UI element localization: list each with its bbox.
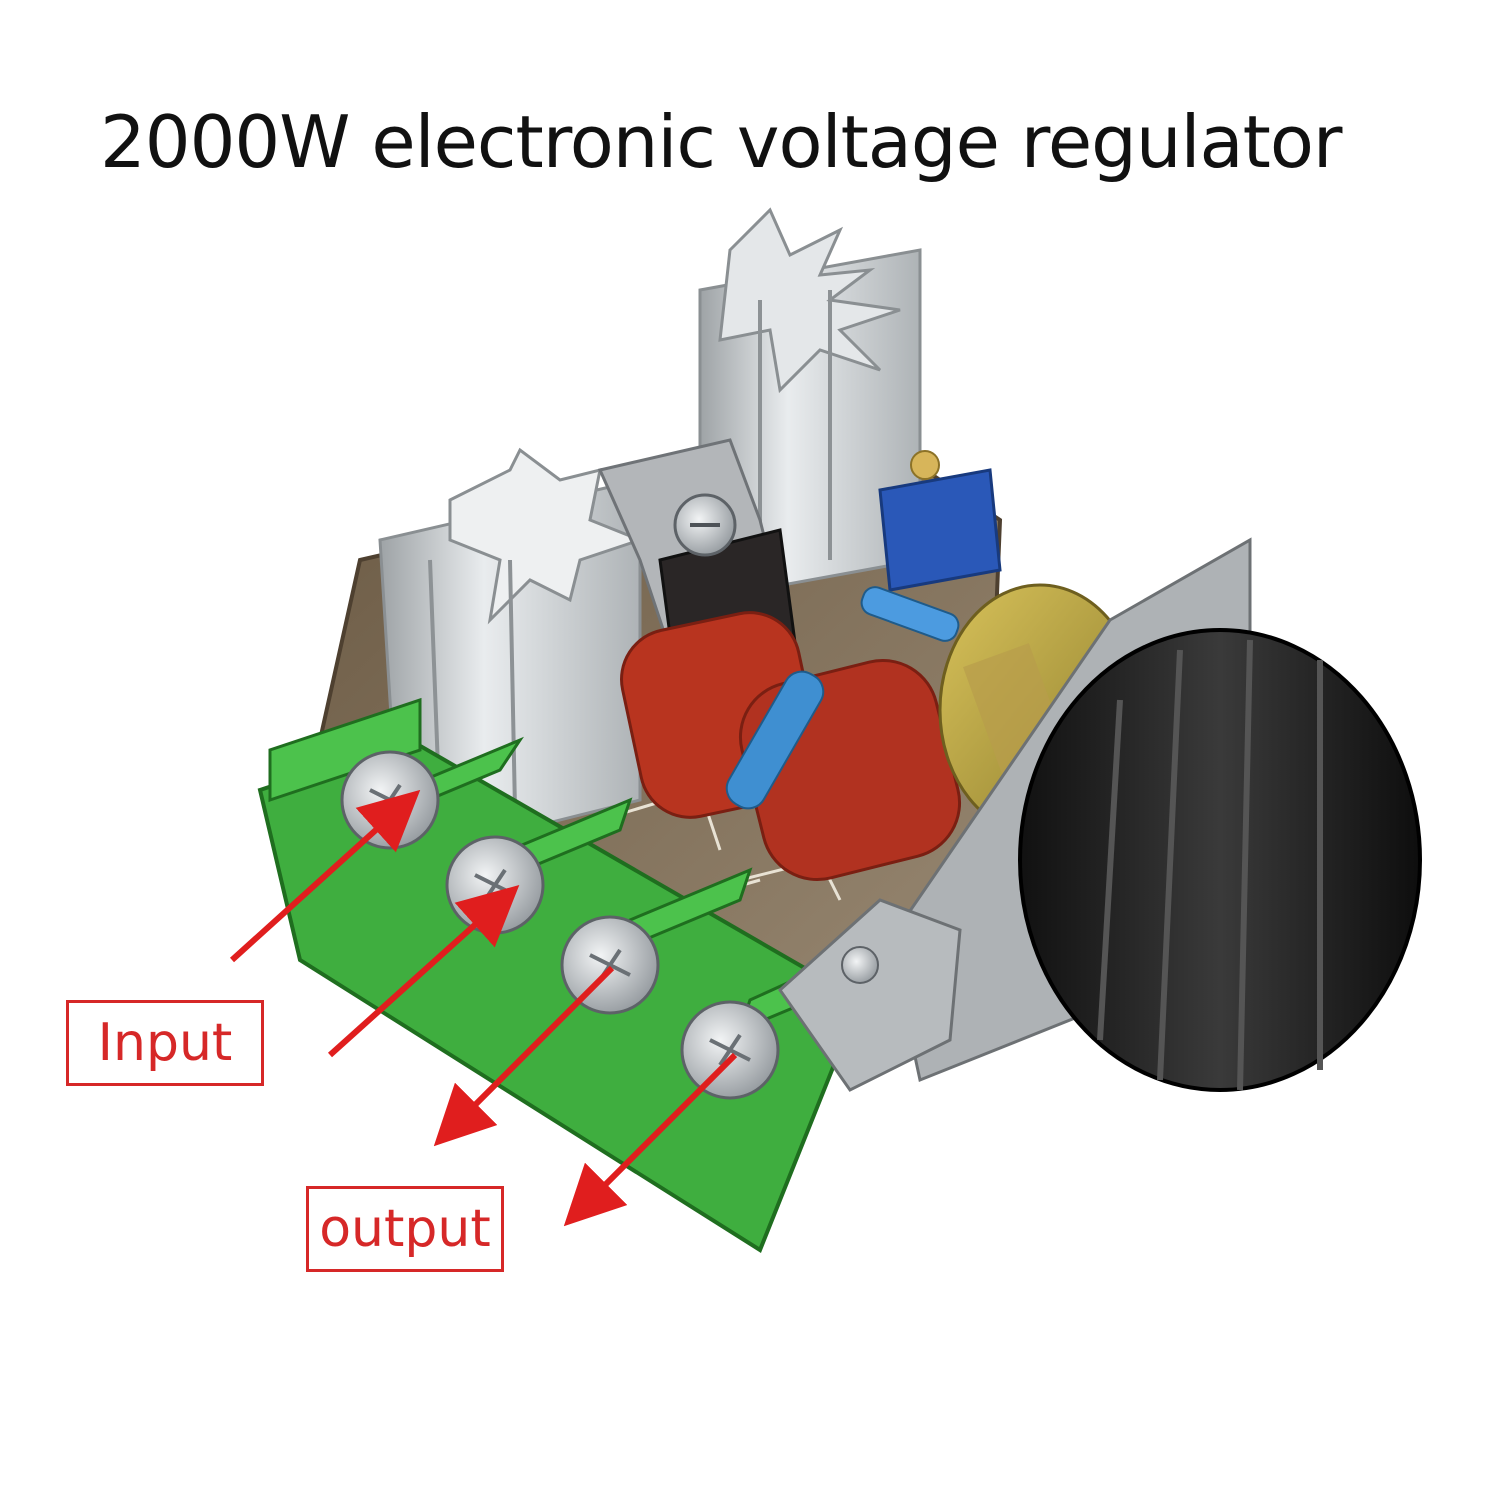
input-arrow-2 bbox=[327, 884, 520, 1058]
resistor-top bbox=[860, 586, 960, 642]
input-arrows bbox=[229, 789, 520, 1058]
resistor-center bbox=[725, 670, 825, 810]
page-title: 2000W electronic voltage regulator bbox=[100, 100, 1342, 184]
output-arrow-1 bbox=[433, 965, 615, 1147]
output-arrows bbox=[433, 965, 738, 1227]
trimmer-potentiometer bbox=[878, 450, 1002, 592]
input-arrow-1 bbox=[229, 789, 421, 963]
control-knob bbox=[1018, 628, 1422, 1092]
output-label: output bbox=[306, 1186, 504, 1272]
output-arrow-2 bbox=[563, 1052, 738, 1227]
input-label: Input bbox=[66, 1000, 264, 1086]
earth-lug bbox=[778, 898, 962, 1092]
